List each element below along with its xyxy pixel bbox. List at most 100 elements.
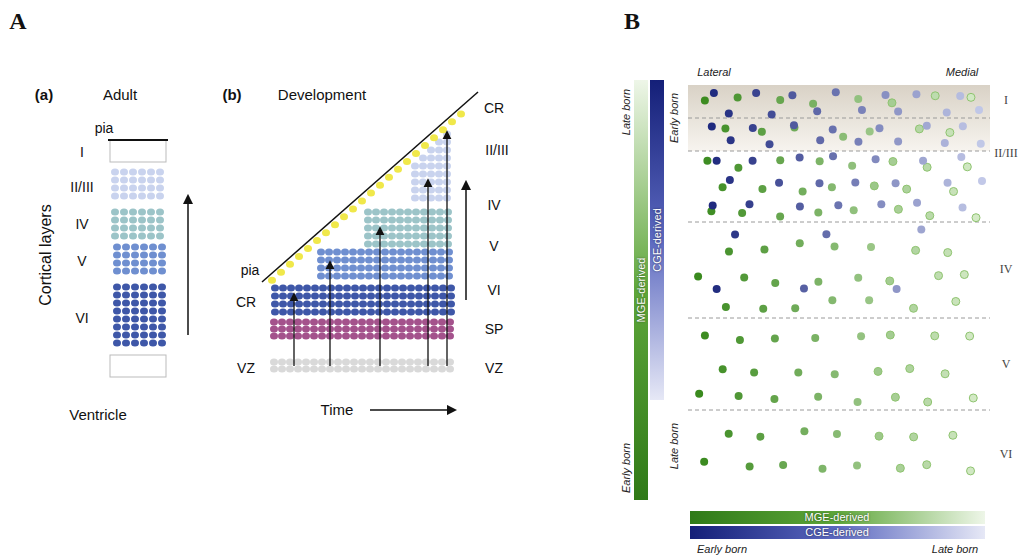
panel-letter: B: [624, 8, 640, 36]
neuron-cell: [295, 285, 303, 292]
neuron-cell: [111, 184, 119, 191]
neuron-cell: [149, 251, 157, 258]
interneuron-dot: [694, 273, 702, 281]
interneuron-dot: [959, 204, 967, 212]
neuron-cell: [279, 301, 287, 308]
neuron-cell: [349, 249, 357, 256]
neuron-cell: [131, 323, 139, 330]
neuron-cell: [111, 176, 119, 183]
neuron-cell: [382, 326, 390, 333]
neuron-cell: [383, 285, 391, 292]
neuron-cell: [140, 299, 148, 306]
neuron-cell: [149, 267, 157, 274]
interneuron-dot: [719, 365, 727, 373]
interneuron-dot: [866, 127, 874, 135]
neuron-cell: [430, 319, 438, 326]
neuron-cell: [351, 309, 359, 316]
neuron-cell: [138, 232, 146, 239]
neuron-cell: [444, 209, 452, 216]
neuron-cell: [423, 301, 431, 308]
neuron-cell: [343, 309, 351, 316]
neuron-cell: [427, 163, 435, 170]
neuron-cell: [390, 366, 398, 373]
interneuron-dot: [877, 200, 885, 208]
neuron-cell: [120, 176, 128, 183]
neuron-cell: [444, 241, 452, 248]
neuron-cell: [374, 319, 382, 326]
layer-boundary: pia: [95, 120, 114, 136]
interneuron-dot: [796, 202, 804, 210]
neuron-cell: [407, 285, 415, 292]
neuron-cell: [428, 241, 436, 248]
neuron-cell: [149, 291, 157, 298]
neuron-cell: [374, 326, 382, 333]
neuron-cell: [342, 333, 350, 340]
neuron-cell: [158, 299, 166, 306]
neuron-cell: [113, 243, 121, 250]
interneuron-dot: [892, 179, 900, 187]
neuron-cell: [318, 366, 326, 373]
interneuron-dot: [978, 177, 986, 185]
development-cells: [268, 110, 465, 372]
neuron-cell: [294, 333, 302, 340]
neuron-cell: [325, 265, 333, 272]
birth-order: Late born: [932, 543, 978, 556]
neuron-cell: [429, 265, 437, 272]
pia-line: [108, 139, 168, 141]
neuron-cell: [412, 217, 420, 224]
neuron-cell: [427, 155, 435, 162]
neuron-cell: [414, 326, 422, 333]
neuron-cell: [138, 192, 146, 199]
neuron-cell: [122, 339, 130, 346]
neuron-cell: [295, 301, 303, 308]
neuron-cell: [435, 195, 443, 202]
subpanel-tag: (a): [35, 86, 53, 103]
neuron-cell: [405, 257, 413, 264]
neuron-cell: [436, 233, 444, 240]
neuron-cell: [129, 168, 137, 175]
neuron-cell: [358, 366, 366, 373]
neuron-cell: [448, 118, 456, 125]
neuron-cell: [365, 257, 373, 264]
interneuron-dot: [759, 305, 767, 313]
neuron-cell: [420, 241, 428, 248]
neuron-cell: [437, 265, 445, 272]
neuron-cell: [303, 309, 311, 316]
neuron-cell: [113, 259, 121, 266]
interneuron-dot: [891, 393, 899, 401]
neuron-cell: [138, 168, 146, 175]
neuron-cell: [350, 319, 358, 326]
interneuron-dot: [713, 285, 721, 293]
neuron-cell: [358, 319, 366, 326]
neuron-cell: [325, 257, 333, 264]
neuron-cell: [341, 265, 349, 272]
neuron-cell: [423, 285, 431, 292]
layer-numeral: VI: [1000, 448, 1013, 462]
interneuron-dot: [963, 163, 971, 171]
neuron-cell: [436, 225, 444, 232]
layer-numeral: V: [1002, 358, 1011, 372]
interneuron-dot: [850, 206, 858, 214]
neuron-cell: [129, 176, 137, 183]
neuron-cell: [438, 326, 446, 333]
neuron-cell: [156, 176, 164, 183]
interneuron-dot: [745, 200, 753, 208]
neuron-cell: [113, 323, 121, 330]
interneuron-dot: [791, 304, 799, 312]
interneuron-dot: [828, 296, 836, 304]
interneuron-dot: [796, 239, 804, 247]
interneuron-dot: [703, 157, 711, 165]
interneuron-dot: [756, 433, 764, 441]
neuron-cell: [405, 265, 413, 272]
neuron-cell: [423, 293, 431, 300]
interneuron-dot: [814, 208, 822, 216]
neuron-cell: [158, 267, 166, 274]
interneuron-dot: [854, 138, 862, 146]
interneuron-dot: [831, 370, 839, 378]
interneuron-dot: [872, 155, 880, 163]
neuron-cell: [122, 259, 130, 266]
neuron-cell: [397, 257, 405, 264]
neuron-cell: [310, 326, 318, 333]
interneuron-dot: [829, 125, 837, 133]
neuron-cell: [335, 293, 343, 300]
